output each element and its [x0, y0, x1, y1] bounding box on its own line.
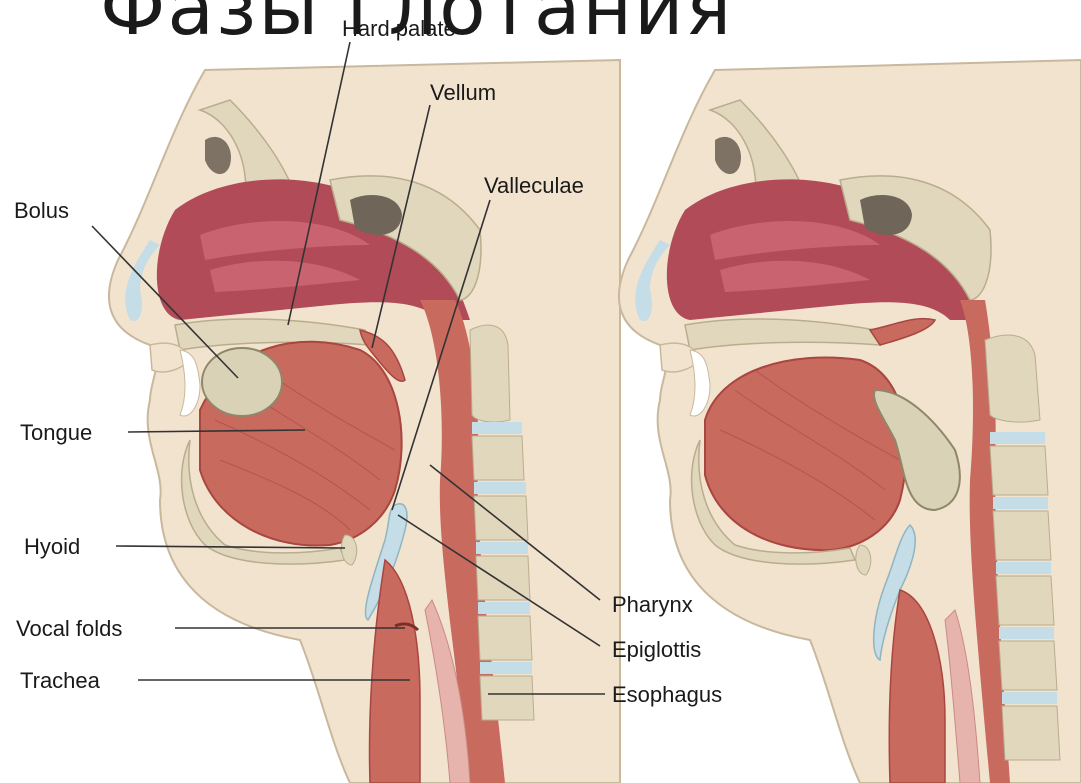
left-bolus — [202, 348, 282, 416]
label-hyoid: Hyoid — [24, 534, 80, 559]
label-valleculae: Valleculae — [484, 173, 584, 198]
label-vocal-folds: Vocal folds — [16, 616, 122, 641]
label-tongue: Tongue — [20, 420, 92, 445]
label-bolus: Bolus — [14, 198, 69, 223]
page-title: Фазы глотания — [100, 0, 860, 46]
label-esophagus: Esophagus — [612, 682, 722, 707]
right-tongue — [705, 358, 907, 551]
left-head-illustration — [109, 60, 620, 783]
label-epiglottis: Epiglottis — [612, 637, 701, 662]
label-vellum: Vellum — [430, 80, 496, 105]
right-head-illustration — [619, 60, 1081, 783]
label-pharynx: Pharynx — [612, 592, 693, 617]
label-trachea: Trachea — [20, 668, 101, 693]
